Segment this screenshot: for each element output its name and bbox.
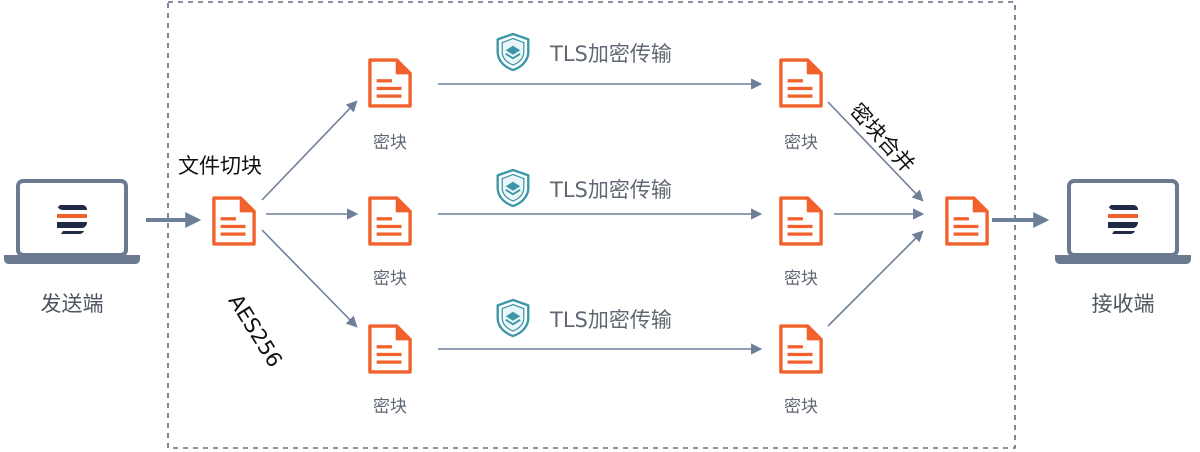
left-block-3-icon xyxy=(368,324,412,374)
sender-laptop-icon xyxy=(2,179,142,266)
right-block-label: 密块 xyxy=(784,269,818,289)
split-label: 文件切块 xyxy=(178,154,262,178)
transfer-label: TLS加密传输 xyxy=(550,42,672,66)
arrow-split-top xyxy=(261,100,358,201)
left-block-label: 密块 xyxy=(373,133,407,153)
right-block-label: 密块 xyxy=(784,133,818,153)
transfer-label: TLS加密传输 xyxy=(550,308,672,332)
arrow-merge-bottom xyxy=(827,230,924,327)
shield-icon xyxy=(496,168,530,208)
left-block-2-icon xyxy=(368,196,412,246)
right-block-2-icon xyxy=(779,196,823,246)
arrow-split-bottom xyxy=(261,229,358,328)
sender-label: 发送端 xyxy=(40,292,104,316)
shield-icon xyxy=(496,32,530,72)
merged-file-icon xyxy=(945,196,989,246)
right-block-3-icon xyxy=(779,324,823,374)
receiver-label: 接收端 xyxy=(1091,292,1155,316)
source-file-icon xyxy=(212,196,256,246)
transfer-label: TLS加密传输 xyxy=(550,178,672,202)
receiver-laptop-icon xyxy=(1055,181,1191,264)
arrow-merge-top xyxy=(827,101,924,202)
left-block-label: 密块 xyxy=(373,397,407,417)
right-block-1-icon xyxy=(779,58,823,108)
left-block-1-icon xyxy=(368,58,412,108)
right-block-label: 密块 xyxy=(784,397,818,417)
flow-arrows xyxy=(146,78,1050,355)
shield-icon xyxy=(496,298,530,338)
left-block-label: 密块 xyxy=(373,269,407,289)
dashed-boundary xyxy=(167,1,1016,449)
